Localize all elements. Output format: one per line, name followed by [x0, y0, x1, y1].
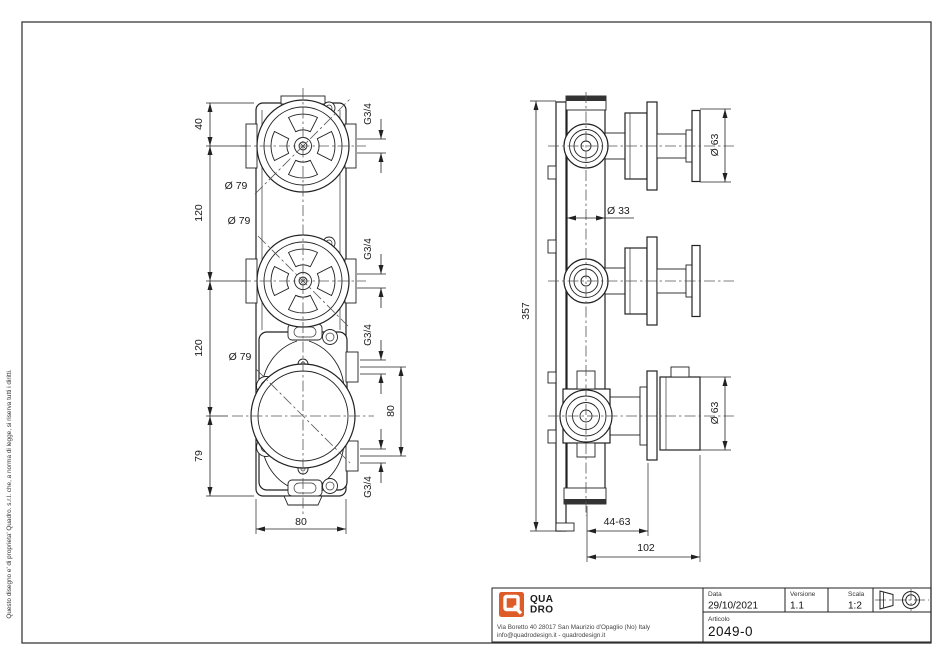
dim-knob-dia-bottom: Ø 63 — [709, 401, 721, 424]
thermostatic-housing-front — [250, 323, 359, 497]
thread-g34-1: G3/4 — [363, 103, 374, 125]
quadro-logo: QUA DRO — [499, 592, 553, 617]
dim-body-dia-33: Ø 33 — [607, 205, 630, 217]
front-dim-chain: 40 120 120 79 — [193, 102, 254, 497]
dia-79-wheel1: Ø 79 — [225, 180, 248, 192]
field-label-data: Data — [708, 591, 722, 598]
logo-text-line2: DRO — [530, 605, 553, 616]
thread-callouts: G3/4 G3/4 G3/4 G3/4 — [357, 103, 386, 498]
field-value-articolo: 2049-0 — [708, 624, 753, 639]
field-value-data: 29/10/2021 — [708, 601, 758, 612]
front-view: 40 120 120 79 80 80 G3/4 G3/4 G3/ — [193, 88, 406, 534]
field-value-scala: 1:2 — [848, 601, 862, 612]
dim-knob-dia-top: Ø 63 — [709, 133, 721, 156]
copyright-note: Questo disegno e' di proprieta' Quadro. … — [6, 369, 13, 619]
dia-79-wheel2: Ø 79 — [228, 215, 251, 227]
mount-bracket-bottom — [287, 479, 323, 497]
dim-height-357: 357 — [520, 302, 532, 320]
plate-clip-4 — [547, 429, 557, 444]
field-label-articolo: Articolo — [708, 616, 730, 623]
field-label-versione: Versione — [790, 591, 816, 598]
plate-clip-1 — [547, 165, 557, 180]
thermostat-knob — [659, 376, 701, 451]
company-contacts: info@quadrodesign.it - quadrodesign.it — [497, 632, 606, 639]
dim-120-a: 120 — [193, 204, 205, 222]
dim-width-80: 80 — [295, 516, 307, 528]
port-right-4 — [345, 440, 359, 472]
dim-total-depth: 102 — [637, 542, 655, 554]
port-right-3 — [345, 351, 359, 383]
sheet-border — [21, 21, 932, 644]
field-value-versione: 1.1 — [790, 601, 804, 612]
thread-g34-2: G3/4 — [363, 238, 374, 260]
thread-g34-3: G3/4 — [363, 324, 374, 346]
dim-120-b: 120 — [193, 339, 205, 357]
title-block: QUA DRO Via Boretto 40 28017 San Maurizi… — [491, 587, 932, 643]
mounting-plate — [555, 101, 567, 532]
dim-port-spacing-80: 80 — [385, 405, 397, 417]
side-view: 357 Ø 33 Ø 63 Ø 63 44-63 102 — [520, 92, 734, 562]
plate-clip-3 — [547, 371, 557, 384]
field-label-scala: Scala — [848, 591, 865, 598]
thread-g34-4: G3/4 — [363, 476, 374, 498]
side-thermostat-assembly — [559, 366, 701, 461]
plate-clip-2 — [547, 239, 557, 254]
dia-79-cap: Ø 79 — [229, 351, 252, 363]
logo-text-line1: QUA — [530, 594, 553, 605]
first-angle-projection-icon — [875, 589, 929, 611]
company-address: Via Boretto 40 28017 San Maurizio d'Opag… — [497, 624, 651, 631]
dim-40: 40 — [193, 118, 205, 130]
dim-depth-range: 44-63 — [604, 516, 631, 528]
dim-79: 79 — [193, 450, 205, 462]
